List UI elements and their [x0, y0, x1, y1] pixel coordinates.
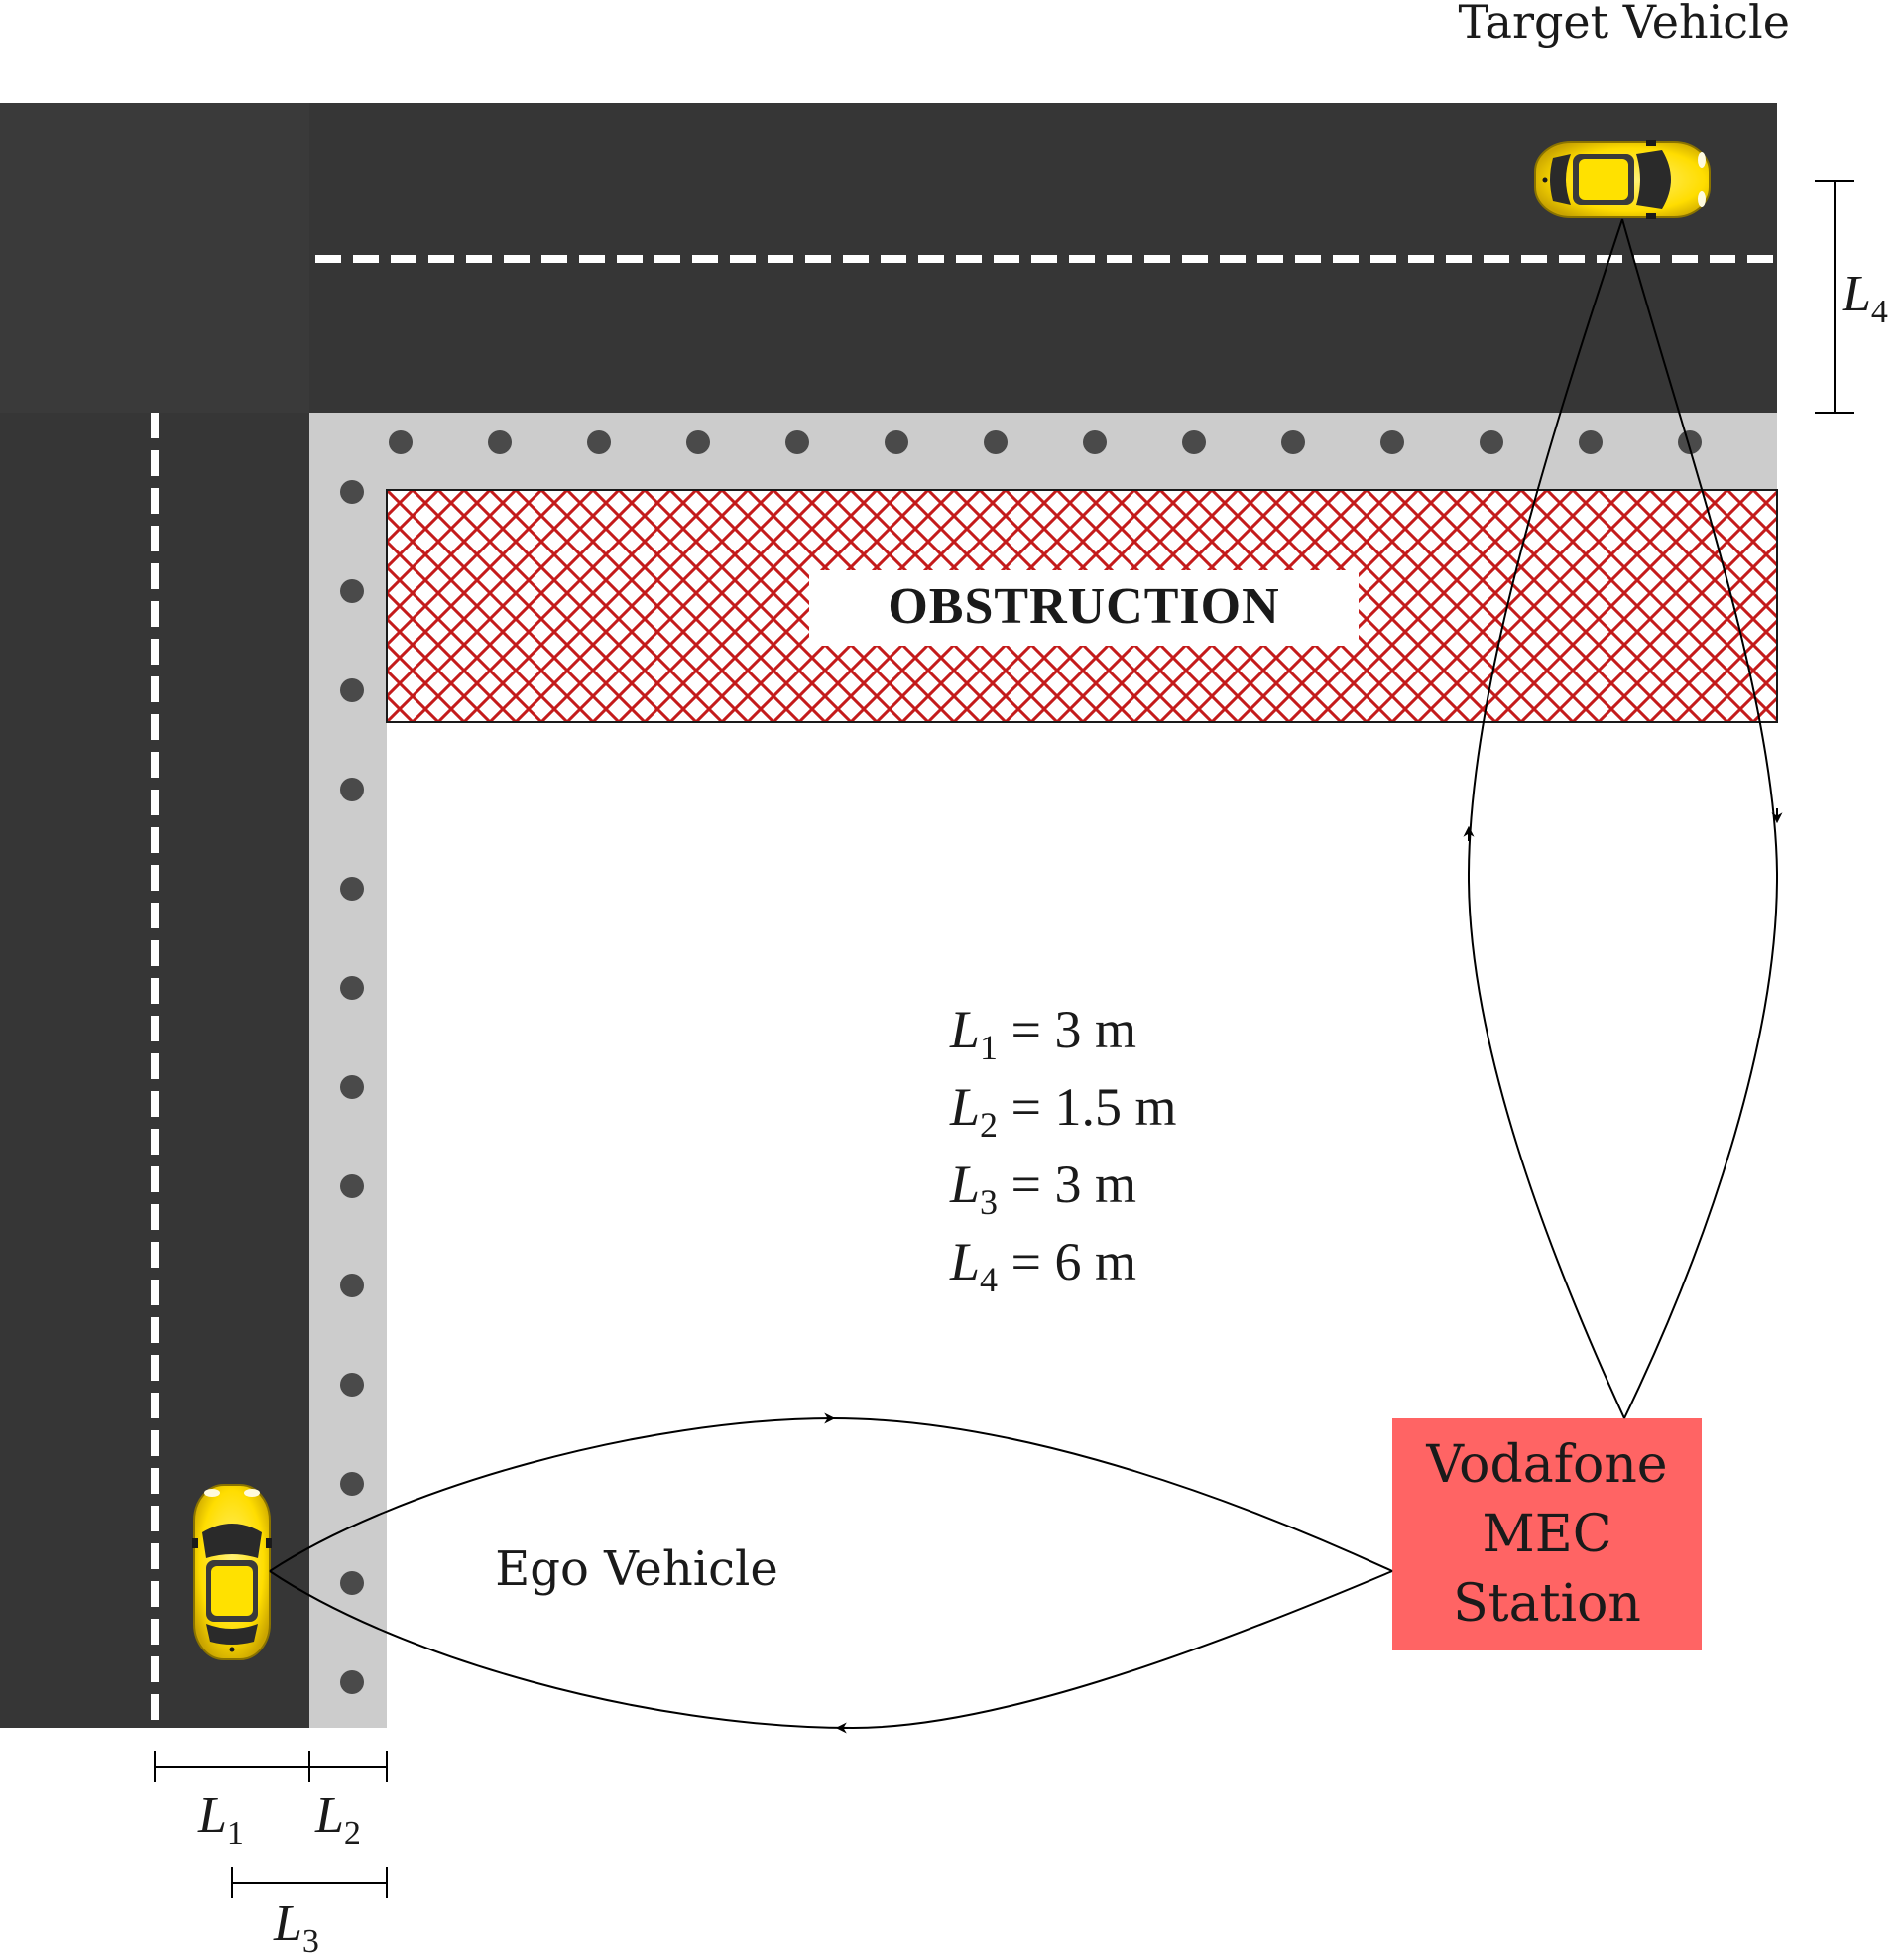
dimension-value-l4: L4 = 6 m — [949, 1232, 1136, 1299]
ego-vehicle — [191, 1484, 273, 1660]
obstruction-label-bg — [809, 570, 1359, 646]
sidewalk-dot — [686, 430, 710, 454]
sidewalk-dot — [340, 877, 364, 901]
dimension-value-l1: L1 = 3 m — [949, 1000, 1136, 1067]
dimension-l1-label: L1 — [197, 1787, 244, 1852]
dimension-l2-bar — [308, 1751, 388, 1782]
dimension-bars — [154, 180, 1854, 1898]
dimension-l4-bar — [1815, 180, 1854, 414]
mec-label-line2: MEC — [1483, 1505, 1612, 1564]
sidewalk-dot — [340, 1670, 364, 1694]
sidewalk-dot — [1281, 430, 1305, 454]
sidewalk-dot — [389, 430, 413, 454]
sidewalk-dot — [1480, 430, 1503, 454]
car-top-view-icon — [1534, 139, 1711, 220]
uplink-mec-to-target — [1467, 218, 1625, 1419]
mec-label-line3: Station — [1453, 1574, 1641, 1634]
sidewalk-dot — [340, 678, 364, 702]
dimension-l1-bar — [154, 1751, 309, 1782]
obstruction-label: OBSTRUCTION — [888, 578, 1279, 635]
dimension-value-l2: L2 = 1.5 m — [949, 1077, 1177, 1145]
sidewalk-dot — [1678, 430, 1702, 454]
sidewalk-dot — [340, 1174, 364, 1198]
target-vehicle-label: Target Vehicle — [1458, 0, 1790, 49]
sidewalk-dot — [340, 1274, 364, 1297]
sidewalk-dot — [1083, 430, 1107, 454]
mec-station-box — [1392, 1418, 1702, 1650]
sidewalk-dot — [340, 480, 364, 504]
dimension-bar-labels: L1 L2 L3 L4 — [197, 266, 1888, 1954]
sidewalk-dot — [984, 430, 1008, 454]
intersection — [0, 103, 309, 413]
sidewalk-dot — [340, 579, 364, 603]
sidewalk-dot — [885, 430, 908, 454]
sidewalk-dot — [785, 430, 809, 454]
sidewalk-dot — [340, 778, 364, 801]
dimension-l3-label: L3 — [273, 1895, 319, 1954]
mec-label-line1: Vodafone — [1425, 1435, 1667, 1495]
downlink-target-to-mec — [1621, 218, 1779, 1419]
sidewalk-dot — [340, 1472, 364, 1496]
ego-vehicle-label: Ego Vehicle — [495, 1541, 778, 1597]
communication-links — [269, 218, 1783, 1734]
dimension-value-l3: L3 = 3 m — [949, 1155, 1136, 1222]
dimension-l2-label: L2 — [314, 1787, 361, 1852]
sidewalk-vertical — [309, 413, 387, 1728]
uplink-ego-to-mec — [269, 1416, 1393, 1572]
obstruction-block: OBSTRUCTION — [386, 489, 1778, 723]
sidewalk — [309, 413, 1777, 1728]
sidewalk-dot — [340, 1571, 364, 1595]
sidewalk-dot — [1182, 430, 1206, 454]
dimension-values-legend: L1 = 3 m L2 = 1.5 m L3 = 3 m L4 = 6 m — [949, 1000, 1177, 1299]
sidewalk-dot — [1579, 430, 1603, 454]
dimension-l3-bar — [231, 1867, 388, 1898]
sidewalk-dot — [488, 430, 512, 454]
dimension-l4-label: L4 — [1842, 266, 1888, 330]
sidewalk-tactile-dots — [340, 430, 1702, 1694]
car-top-view-icon — [191, 1484, 273, 1660]
downlink-mec-to-ego — [269, 1570, 1393, 1730]
sidewalk-dot — [340, 976, 364, 1000]
sidewalk-dot — [340, 1373, 364, 1397]
target-vehicle — [1534, 139, 1711, 220]
mec-station: Vodafone MEC Station — [1392, 1418, 1702, 1650]
sidewalk-dot — [340, 1075, 364, 1099]
road-network — [0, 103, 1777, 1728]
sidewalk-horizontal — [309, 413, 1777, 490]
sidewalk-dot — [1380, 430, 1404, 454]
sidewalk-dot — [587, 430, 611, 454]
